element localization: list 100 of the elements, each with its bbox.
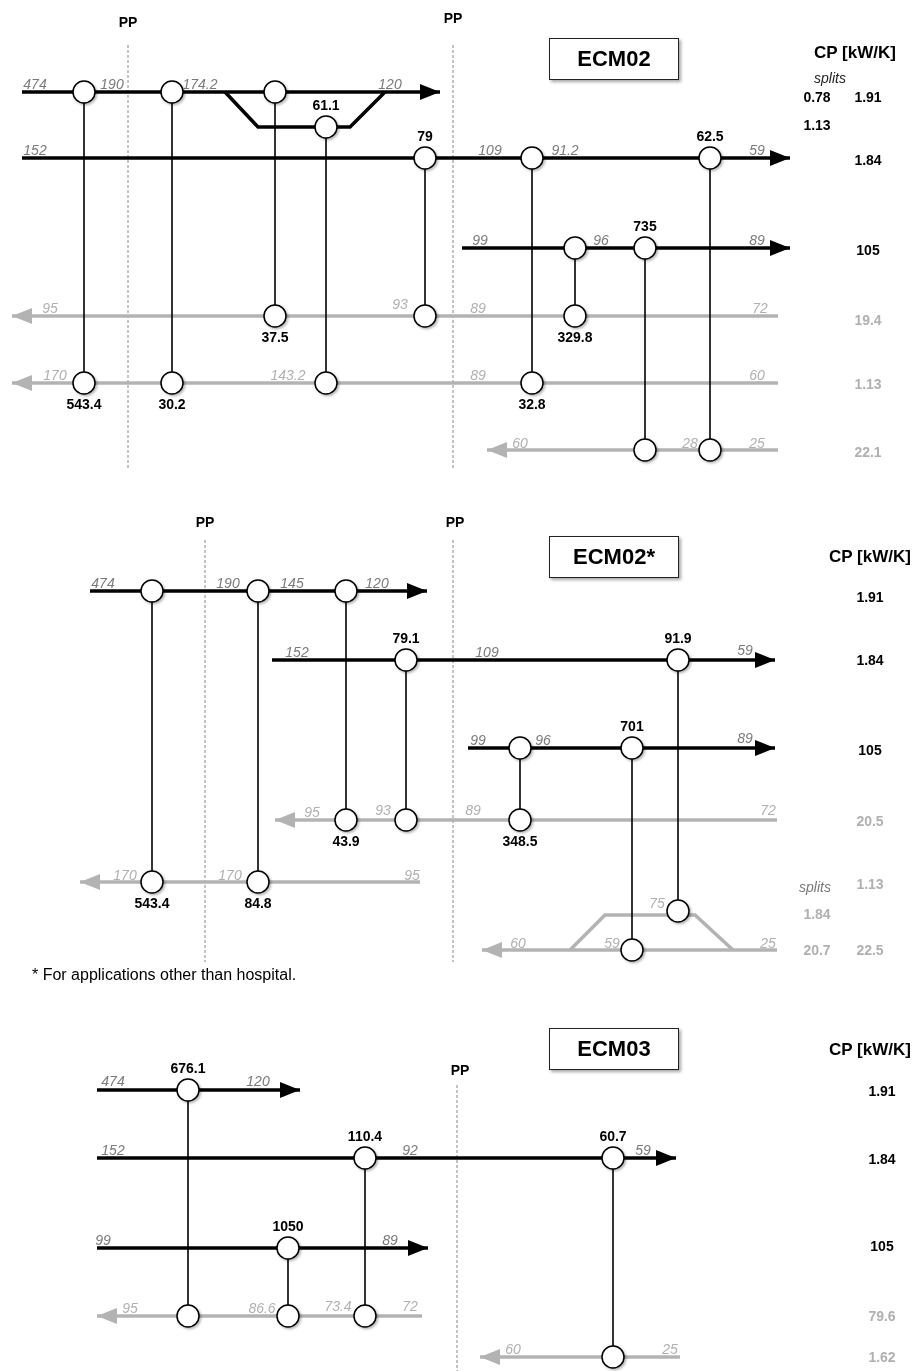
temperature-label: 25 [760, 936, 776, 950]
temperature-label: 28 [682, 436, 698, 450]
value-label: 20.5 [856, 814, 884, 828]
connector-line [364, 1168, 366, 1306]
connector-line [405, 670, 407, 810]
scenario-box: ECM02 [549, 38, 679, 80]
temperature-label: 120 [246, 1074, 270, 1088]
value-label: 1.13 [854, 377, 882, 391]
value-label: 105 [870, 1239, 894, 1253]
temperature-label: 152 [101, 1143, 125, 1157]
temperature-label: 89 [749, 233, 765, 247]
temperature-label: 474 [91, 576, 115, 590]
temperature-label: 60 [505, 1342, 521, 1356]
temperature-label: 93 [375, 803, 391, 817]
duty-label: 43.9 [332, 834, 360, 848]
temperature-label: 75 [649, 896, 665, 910]
temperature-label: 99 [95, 1233, 111, 1247]
pinch-label: PP [118, 15, 138, 29]
duty-label: 329.8 [557, 330, 593, 344]
temperature-label: 91.2 [551, 143, 579, 157]
duty-label: 1050 [272, 1219, 304, 1233]
value-label: 19.4 [854, 313, 882, 327]
temperature-label: 93 [392, 297, 408, 311]
value-label: 20.7 [803, 943, 831, 957]
value-label: 105 [858, 743, 882, 757]
connector-line [345, 601, 347, 810]
temperature-label: 109 [475, 645, 499, 659]
value-label: 1.84 [856, 653, 884, 667]
temperature-label: 89 [737, 731, 753, 745]
splits-label: splits [814, 71, 846, 85]
pinch-label: PP [450, 1063, 470, 1077]
duty-label: 32.8 [518, 397, 546, 411]
value-label: 105 [856, 243, 880, 257]
duty-label: 62.5 [696, 129, 724, 143]
duty-label: 735 [633, 219, 657, 233]
temperature-label: 152 [23, 143, 47, 157]
scenario-box: ECM02* [549, 536, 679, 578]
connector-line [677, 670, 679, 901]
footnote: * For applications other than hospital. [32, 967, 297, 983]
value-label: 1.91 [854, 90, 882, 104]
connector-line [83, 102, 85, 373]
temperature-label: 96 [535, 733, 551, 747]
temperature-label: 60 [510, 936, 526, 950]
temperature-label: 95 [122, 1301, 138, 1315]
temperature-label: 99 [472, 233, 488, 247]
temperature-label: 60 [749, 368, 765, 382]
pinch-label: PP [445, 515, 465, 529]
temperature-label: 109 [478, 143, 502, 157]
value-label: 1.84 [868, 1152, 896, 1166]
duty-label: 543.4 [66, 397, 102, 411]
duty-label: 110.4 [347, 1129, 383, 1143]
temperature-label: 152 [285, 645, 309, 659]
duty-label: 91.9 [664, 631, 692, 645]
duty-label: 543.4 [134, 896, 170, 910]
connector-line [187, 1100, 189, 1306]
value-label: 1.13 [803, 118, 831, 132]
connector-line [631, 758, 633, 940]
connector-line [519, 758, 521, 810]
connector-line [274, 102, 276, 306]
connector-line [531, 168, 533, 373]
temperature-label: 86.6 [248, 1301, 276, 1315]
connector-line [424, 168, 426, 306]
temperature-label: 190 [216, 576, 240, 590]
column-header: CP [kW/K] [814, 43, 896, 61]
temperature-label: 170 [43, 368, 67, 382]
value-label: 22.5 [856, 943, 884, 957]
value-label: 1.62 [868, 1350, 896, 1364]
temperature-label: 120 [378, 77, 402, 91]
duty-label: 676.1 [170, 1061, 206, 1075]
duty-label: 79.1 [392, 631, 420, 645]
temperature-label: 95 [304, 805, 320, 819]
temperature-label: 99 [470, 733, 486, 747]
temperature-label: 143.2 [270, 368, 306, 382]
temperature-label: 474 [23, 77, 47, 91]
value-label: 1.91 [856, 590, 884, 604]
temperature-label: 120 [365, 576, 389, 590]
pinch-label: PP [443, 11, 463, 25]
value-label: 0.78 [803, 90, 831, 104]
temperature-label: 59 [749, 143, 765, 157]
value-label: 1.91 [868, 1084, 896, 1098]
duty-label: 30.2 [158, 397, 186, 411]
value-label: 79.6 [868, 1309, 896, 1323]
temperature-label: 25 [749, 436, 765, 450]
temperature-label: 95 [404, 868, 420, 882]
temperature-label: 59 [604, 936, 620, 950]
value-label: 1.13 [856, 877, 884, 891]
connector-line [574, 258, 576, 306]
connector-line [644, 258, 646, 440]
temperature-label: 60 [512, 436, 528, 450]
connector-line [151, 601, 153, 872]
pinch-label: PP [195, 515, 215, 529]
temperature-label: 25 [662, 1342, 678, 1356]
duty-label: 84.8 [244, 896, 272, 910]
duty-label: 79 [417, 129, 433, 143]
temperature-label: 89 [465, 803, 481, 817]
temperature-label: 145 [280, 576, 304, 590]
temperature-label: 89 [382, 1233, 398, 1247]
connector-line [709, 168, 711, 440]
temperature-label: 190 [100, 77, 124, 91]
temperature-label: 96 [593, 233, 609, 247]
